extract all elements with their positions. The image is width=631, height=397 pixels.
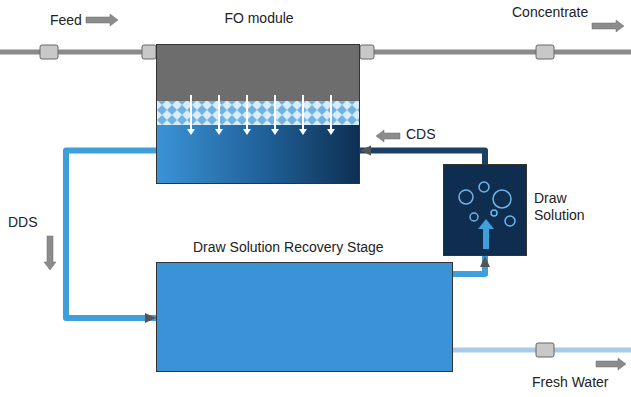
- node-graphic: [157, 263, 452, 371]
- flow-arrow: [376, 130, 400, 142]
- pipe-connector: [453, 256, 485, 274]
- bubble: [479, 182, 489, 192]
- fo-module: FO module: [156, 44, 360, 184]
- pipe-fitting: [536, 343, 554, 357]
- stream-label: Concentrate: [512, 4, 588, 21]
- pipe-connector: [360, 150, 485, 164]
- concentrate-pipe: [360, 50, 631, 55]
- pipe-fitting: [360, 45, 374, 59]
- mixing-arrow: [483, 227, 489, 249]
- node-heading: Draw Solution: [534, 190, 614, 224]
- water-flux-arrow: [330, 95, 332, 129]
- water-flux-arrow: [299, 129, 307, 135]
- pipe-fitting: [536, 45, 554, 59]
- bubble: [470, 213, 478, 221]
- draw-solution-tank: Draw Solution: [443, 164, 527, 256]
- stream-label: DDS: [8, 214, 38, 231]
- feed-chamber: [157, 45, 359, 101]
- tank-body: [444, 165, 526, 255]
- pipe-fitting: [40, 45, 58, 59]
- node-graphic: [444, 165, 526, 255]
- pipe-fitting: [142, 45, 156, 59]
- recovery-body: [157, 263, 452, 371]
- flow-arrow: [86, 14, 118, 26]
- pipe-connector: [66, 150, 156, 318]
- membrane: [157, 101, 359, 125]
- stream-label: Feed: [50, 12, 82, 29]
- node-graphic: [157, 45, 359, 183]
- water-flux-arrow: [243, 129, 251, 135]
- water-flux-arrow: [187, 129, 195, 135]
- water-flux-arrow: [218, 95, 220, 129]
- flow-arrow: [44, 236, 56, 270]
- water-flux-arrow: [302, 95, 304, 129]
- bubble: [505, 216, 515, 226]
- flow-arrow: [592, 20, 624, 32]
- water-flux-arrow: [274, 95, 276, 129]
- water-flux-arrow: [246, 95, 248, 129]
- bubble: [491, 210, 497, 216]
- node-heading: FO module: [157, 10, 361, 27]
- node-heading: Draw Solution Recovery Stage: [193, 239, 384, 256]
- mixing-arrow: [478, 219, 494, 229]
- stream-label: CDS: [406, 126, 436, 143]
- water-flux-arrow: [327, 129, 335, 135]
- stream-label: Fresh Water: [532, 374, 609, 391]
- bubble: [493, 190, 511, 208]
- water-flux-arrow: [215, 129, 223, 135]
- water-flux-arrow: [190, 95, 192, 129]
- recovery-stage: Draw Solution Recovery Stage: [156, 262, 453, 372]
- water-flux-arrow: [271, 129, 279, 135]
- draw-chamber: [157, 125, 359, 183]
- feed-pipe: [0, 50, 156, 55]
- flow-arrow: [596, 358, 626, 370]
- bubble: [459, 190, 473, 204]
